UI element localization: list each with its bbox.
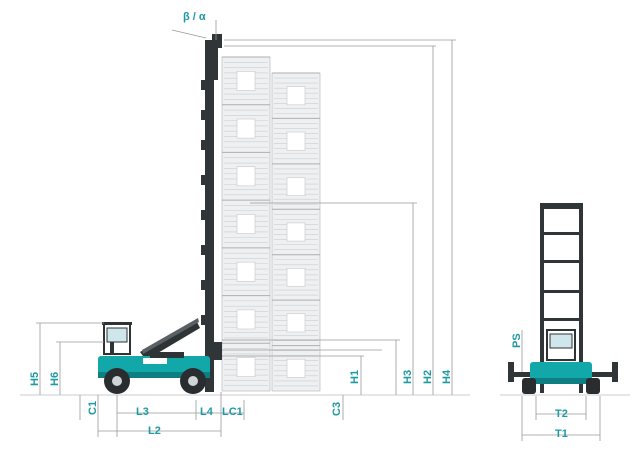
operator-cab: [102, 322, 132, 355]
front-mast-right: [579, 203, 583, 393]
container-door-panel: [286, 177, 306, 196]
bottom-spreader-clamp: [212, 342, 222, 360]
front-wheel: [180, 368, 206, 394]
label-H4: H4: [441, 369, 453, 384]
label-H3: H3: [402, 370, 414, 384]
label-PS: PS: [511, 333, 523, 348]
label-H2: H2: [422, 370, 434, 384]
container-door-panel: [286, 313, 306, 333]
top-spreader-clamp: [213, 48, 218, 80]
container-door-panel: [236, 214, 256, 234]
front-mast-left: [540, 203, 544, 393]
label-H6: H6: [49, 372, 61, 386]
dimension-lines: [36, 20, 601, 441]
container-door-panel: [236, 118, 256, 139]
reach-stacker-front-view: [508, 203, 618, 394]
mast: [205, 40, 214, 392]
label-H5: H5: [29, 372, 41, 386]
brand-plate: [143, 358, 167, 364]
label-L3: L3: [136, 406, 149, 418]
container-door-panel: [236, 309, 256, 330]
container-door-panel: [286, 268, 306, 287]
container-stack-front: [221, 56, 271, 392]
container-door-panel: [286, 86, 306, 106]
container-door-panel: [286, 131, 306, 151]
label-H1: H1: [349, 370, 361, 384]
front-wheel-left: [522, 378, 536, 394]
container-door-panel: [236, 261, 256, 282]
label-L2: L2: [148, 425, 161, 437]
container-door-panel: [236, 166, 256, 187]
dimension-labels: β / α L3 L4 LC1 L2 T2 T1 H5 H6 C1 H1 C3 …: [29, 11, 568, 440]
front-wheel-right: [586, 378, 600, 394]
label-LC1: LC1: [222, 406, 243, 418]
label-beta-alpha: β / α: [183, 11, 206, 23]
label-C1: C1: [87, 401, 99, 415]
label-T2: T2: [555, 408, 568, 420]
label-C3: C3: [331, 402, 343, 416]
reach-stacker-side-view: [98, 34, 222, 394]
container-door-panel: [236, 71, 256, 91]
container-stack-rear: [271, 72, 321, 392]
container-door-panel: [236, 357, 256, 377]
rear-wheel: [104, 368, 130, 394]
container-door-panel: [286, 358, 306, 378]
mast-head: [212, 34, 222, 48]
label-L4: L4: [200, 406, 214, 418]
label-T1: T1: [555, 428, 568, 440]
container-door-panel: [286, 222, 306, 242]
